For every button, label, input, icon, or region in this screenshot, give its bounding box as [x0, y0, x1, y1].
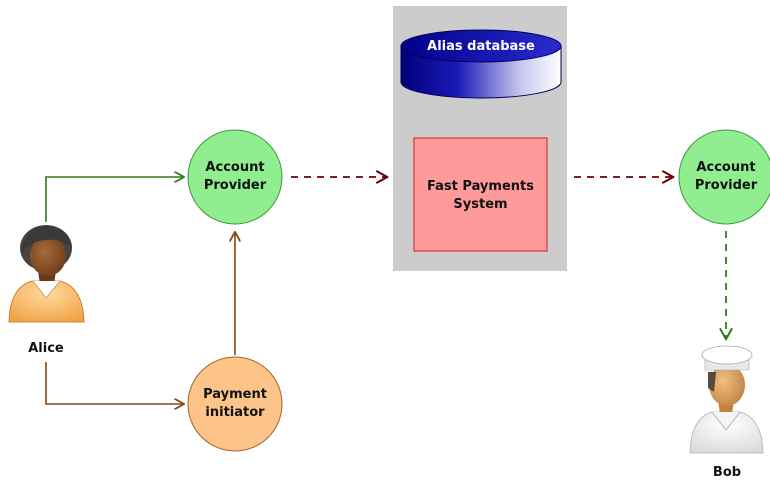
fast-payments-label-line2: System — [453, 197, 507, 212]
alias-database-label: Alias database — [427, 39, 535, 54]
payment-initiator-line1: Payment — [203, 387, 267, 402]
account-provider-right: Account Provider — [678, 129, 770, 225]
alice-person-icon — [8, 225, 85, 323]
payment-initiator: Payment initiator — [187, 356, 283, 452]
arrow-alice-to-account-provider — [45, 177, 183, 222]
account-provider-right-line2: Provider — [695, 178, 758, 193]
bob-label: Bob — [713, 465, 741, 480]
account-provider-left-line1: Account — [205, 160, 264, 175]
fast-payments-system: Fast Payments System — [413, 137, 548, 252]
arrow-alice-to-payment-initiator — [45, 362, 183, 404]
alice-label: Alice — [28, 341, 64, 356]
bob-person-icon — [689, 345, 764, 454]
alias-database: Alias database — [400, 29, 562, 99]
account-provider-left-line2: Provider — [204, 178, 267, 193]
account-provider-right-line1: Account — [696, 160, 755, 175]
account-provider-left: Account Provider — [187, 129, 283, 225]
payment-initiator-line2: initiator — [205, 405, 265, 420]
fast-payments-label-line1: Fast Payments — [427, 179, 534, 194]
